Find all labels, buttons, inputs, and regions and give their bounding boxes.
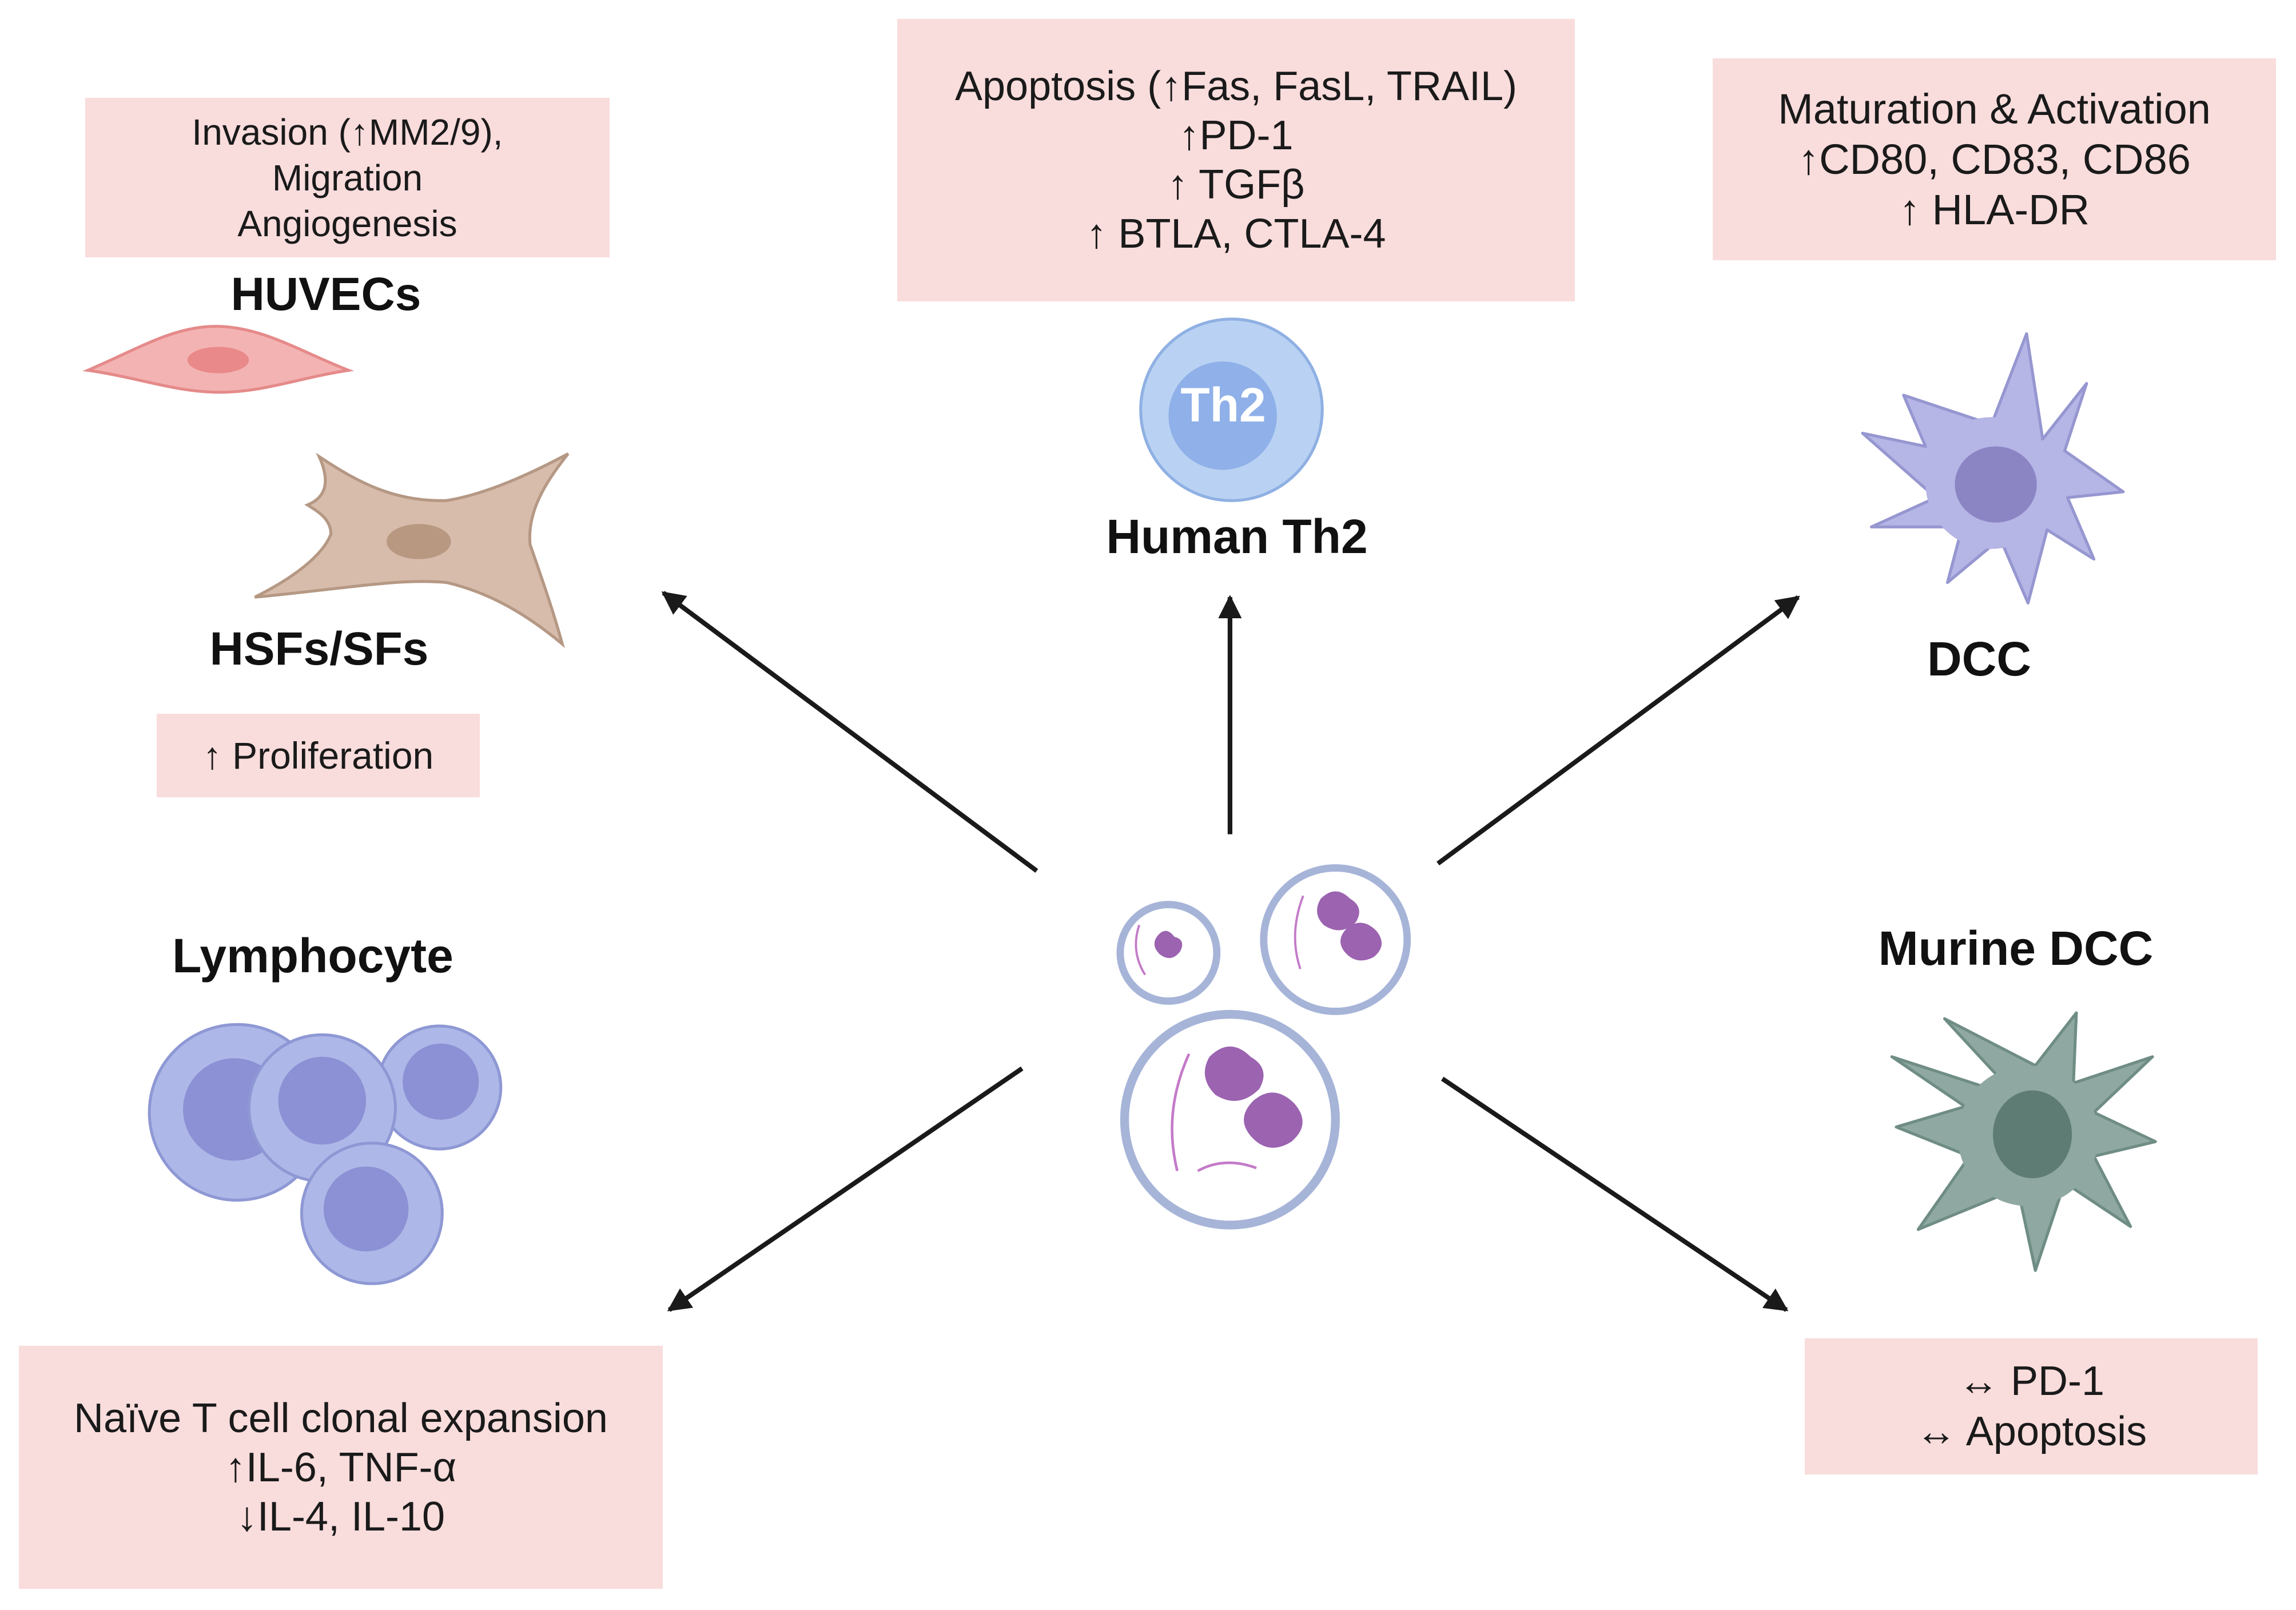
- th2-effect-line: ↑ TGFβ: [1167, 162, 1305, 208]
- huvecs-label: HUVECs: [230, 268, 421, 320]
- huvecs-effect-line: Angiogenesis: [237, 202, 457, 244]
- th2-badge: Th2: [1180, 378, 1266, 432]
- arrow-to-dcc: [1437, 595, 1800, 866]
- huvecs-effect-line: Invasion (↑MM2/9),: [192, 111, 503, 153]
- arrow-to-lymphocyte: [667, 1066, 1024, 1312]
- th2-effect-line: ↑PD-1: [1179, 113, 1294, 158]
- dcc-effect-line: Maturation & Activation: [1778, 85, 2211, 133]
- hsfs-label: HSFs/SFs: [209, 623, 429, 675]
- th2-effects-box: Apoptosis (↑Fas, FasL, TRAIL) ↑PD-1 ↑ TG…: [897, 19, 1575, 301]
- lymphocyte-label: Lymphocyte: [172, 929, 453, 983]
- lymphocyte-effect-line: ↑IL-6, TNF-α: [225, 1444, 457, 1490]
- th2-effect-line: Apoptosis (↑Fas, FasL, TRAIL): [954, 63, 1517, 109]
- dcc-effect-line: ↑CD80, CD83, CD86: [1798, 135, 2191, 183]
- huvecs-effects-box: Invasion (↑MM2/9), Migration Angiogenesi…: [85, 98, 610, 257]
- endothelial-cell-icon: [82, 325, 355, 394]
- lymphocyte-cluster-icon: [148, 1023, 503, 1285]
- dcc-label: DCC: [1927, 632, 2031, 686]
- lymphocyte-effects-box: Naïve T cell clonal expansion ↑IL-6, TNF…: [19, 1346, 663, 1589]
- human-th2-label: Human Th2: [1106, 510, 1368, 563]
- dcc-effect-line: ↑ HLA-DR: [1899, 185, 2090, 233]
- extracellular-vesicles-icon: [1116, 864, 1411, 1230]
- hsfs-effects-box: ↑ Proliferation: [157, 714, 480, 797]
- th2-cell-icon: [1139, 317, 1324, 502]
- fibroblast-icon: [254, 452, 570, 649]
- lymphocyte-effect-line: Naïve T cell clonal expansion: [74, 1395, 608, 1441]
- arrow-to-murine-dcc: [1441, 1076, 1789, 1312]
- dcc-effects-box: Maturation & Activation ↑CD80, CD83, CD8…: [1713, 58, 2276, 260]
- murine-dcc-label: Murine DCC: [1878, 921, 2154, 975]
- murine-dcc-effect-line: ↔ Apoptosis: [1915, 1409, 2147, 1454]
- murine-dcc-effects-box: ↔ PD-1 ↔ Apoptosis: [1805, 1338, 2258, 1474]
- murine-dcc-effect-line: ↔ PD-1: [1957, 1358, 2105, 1404]
- th2-effect-line: ↑ BTLA, CTLA-4: [1086, 211, 1386, 257]
- murine-dendritic-cell-icon: [1890, 1011, 2157, 1272]
- lymphocyte-effect-line: ↓IL-4, IL-10: [236, 1493, 445, 1540]
- huvecs-effect-line: Migration: [272, 157, 423, 198]
- dendritic-cell-icon: [1861, 332, 2125, 605]
- arrow-to-hsfs: [661, 591, 1038, 873]
- hsfs-effect-line: ↑ Proliferation: [202, 734, 434, 777]
